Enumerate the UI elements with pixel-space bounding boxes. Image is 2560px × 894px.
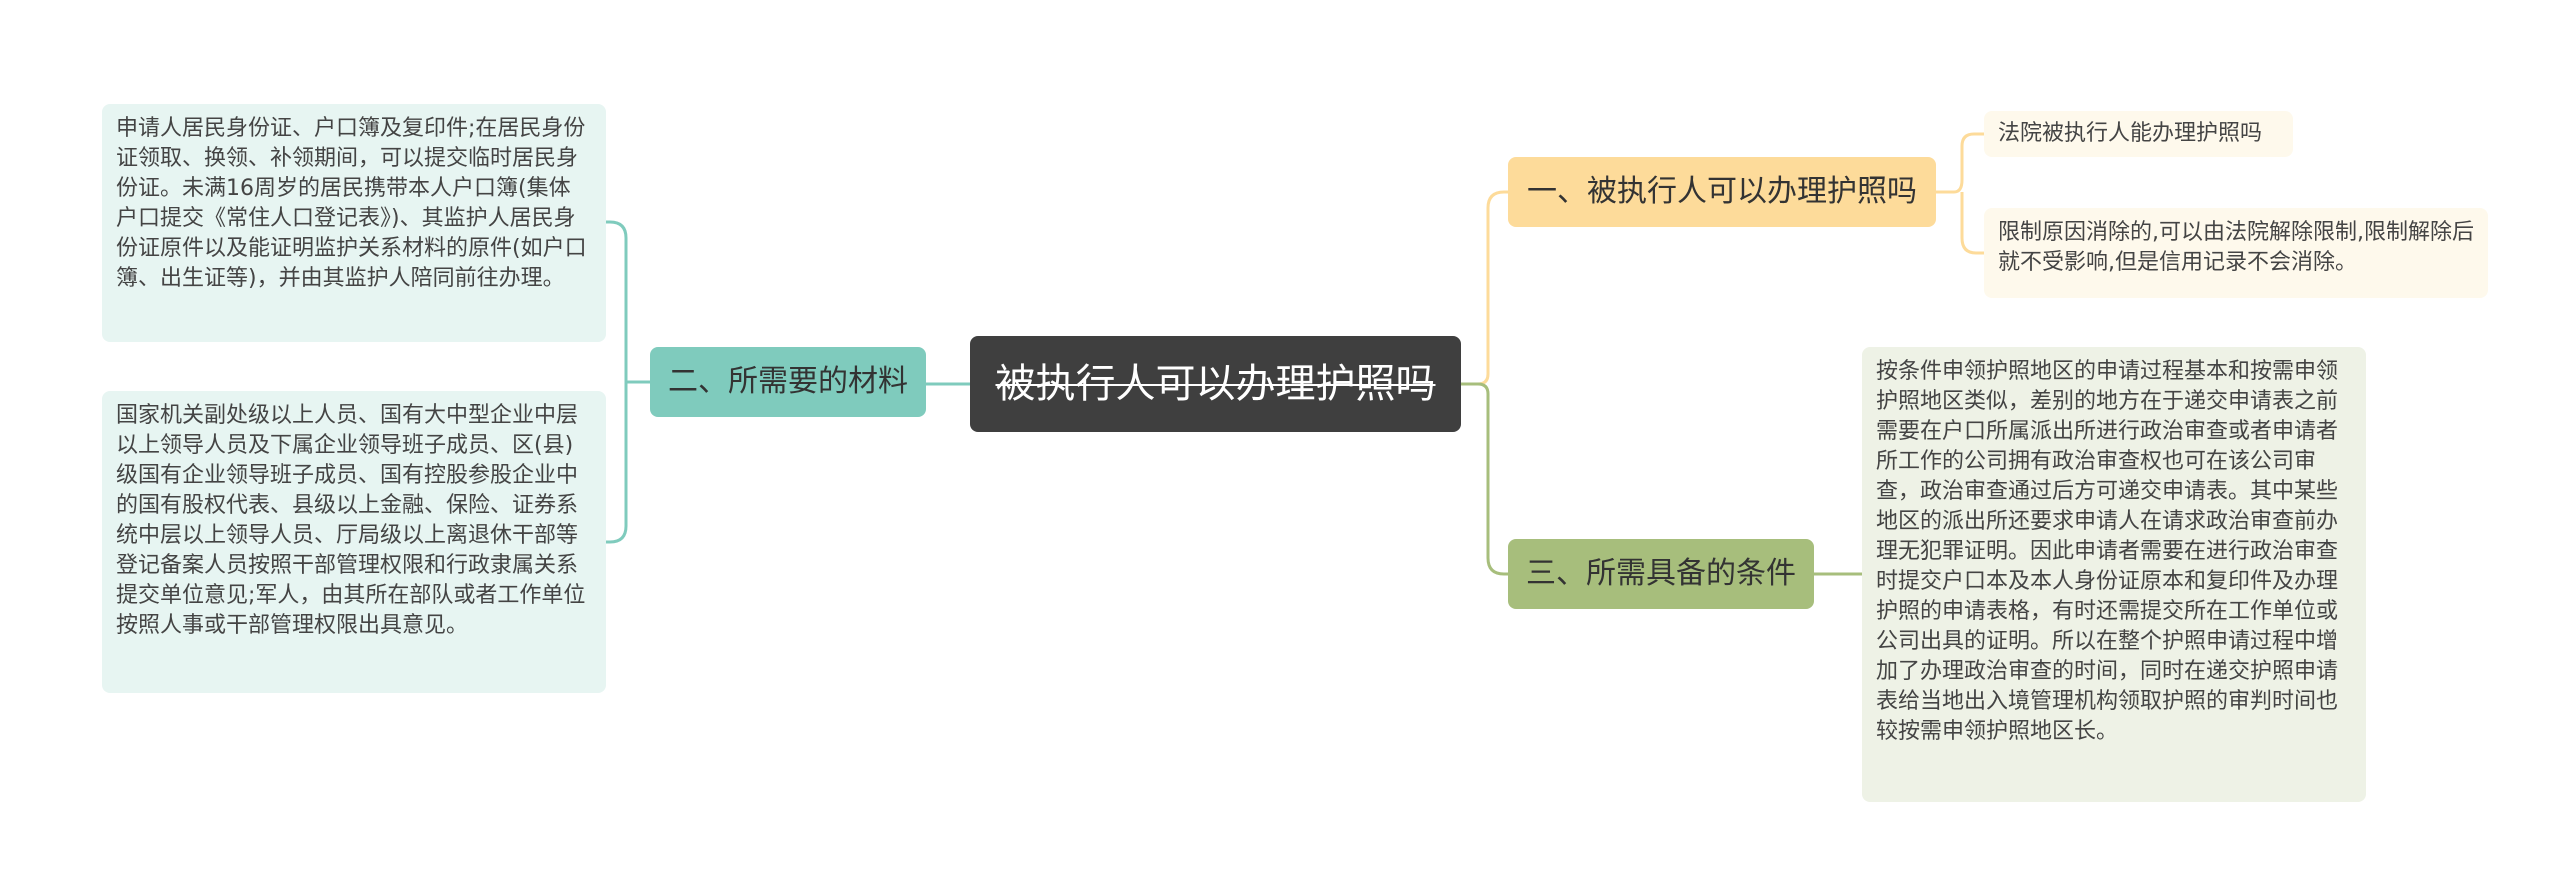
leaf-conditions-1[interactable]: 按条件申领护照地区的申请过程基本和按需申领护照地区类似，差别的地方在于递交申请表… — [1862, 347, 2366, 802]
connector-root-bottom — [1461, 382, 1508, 576]
root-topic[interactable]: 被执行人可以办理护照吗 — [970, 336, 1461, 432]
leaf-can-apply-1[interactable]: 法院被执行人能办理护照吗 — [1984, 111, 2293, 157]
connector-root-top — [1461, 190, 1508, 386]
branch-materials[interactable]: 二、所需要的材料 — [650, 347, 926, 417]
leaf-materials-1[interactable]: 申请人居民身份证、户口簿及复印件;在居民身份证领取、换领、补领期间，可以提交临时… — [102, 104, 606, 342]
connector-left-bracket — [606, 220, 650, 544]
root-topic-label: 被执行人可以办理护照吗 — [995, 361, 1436, 407]
leaf-materials-2[interactable]: 国家机关副处级以上人员、国有大中型企业中层以上领导人员及下属企业领导班子成员、区… — [102, 391, 606, 693]
branch-can-apply[interactable]: 一、被执行人可以办理护照吗 — [1508, 157, 1936, 227]
leaf-can-apply-2[interactable]: 限制原因消除的,可以由法院解除限制,限制解除后就不受影响,但是信用记录不会消除。 — [1984, 208, 2488, 298]
connector-top-bracket — [1936, 132, 1984, 255]
branch-conditions[interactable]: 三、所需具备的条件 — [1508, 539, 1814, 609]
